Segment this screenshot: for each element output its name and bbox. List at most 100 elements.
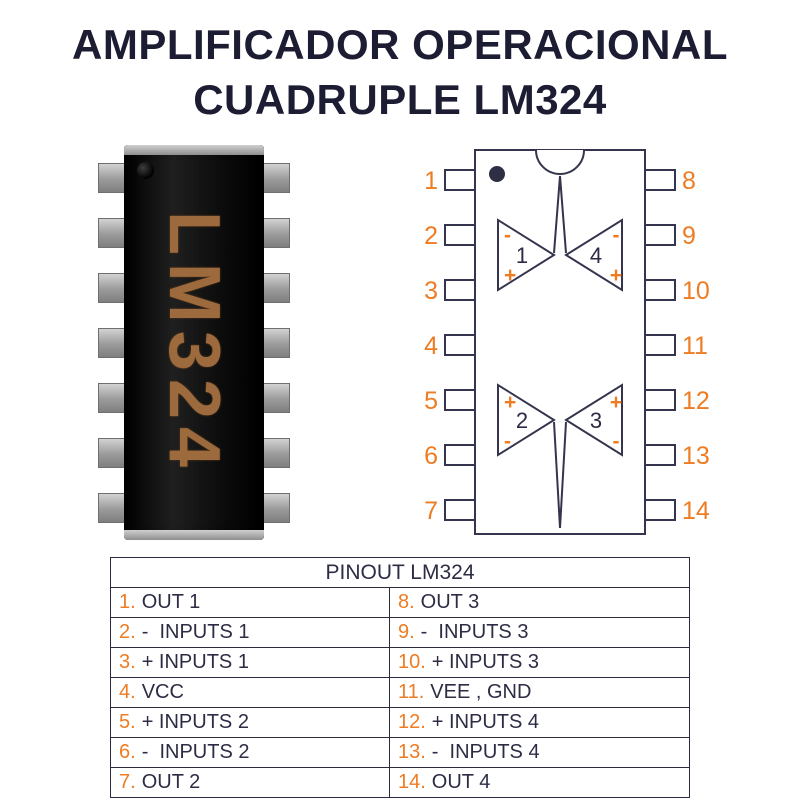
opamp-number: 4 <box>590 243 602 268</box>
minus-sign: - <box>613 224 620 247</box>
opamp-triangle-3 <box>564 383 623 457</box>
pin-number: 14 <box>682 497 710 525</box>
chip-pin <box>98 218 125 248</box>
pin-number: 13 <box>682 442 710 470</box>
chip-pin <box>98 328 125 358</box>
chip-pin <box>98 163 125 193</box>
page-title: AMPLIFICADOR OPERACIONAL CUADRUPLE LM324 <box>0 18 800 127</box>
pin-label: OUT 2 <box>141 771 201 793</box>
opamp-number: 1 <box>516 243 528 268</box>
pin-number: 11 <box>682 332 708 360</box>
chip-pin <box>263 438 290 468</box>
pin-box-10 <box>644 279 676 301</box>
pin1-marker-dot <box>489 166 505 182</box>
table-row: 2.- INPUTS 1 9.- INPUTS 3 <box>110 617 691 648</box>
package-outline <box>474 149 646 535</box>
pin-number: 3 <box>424 277 438 305</box>
chip-pin <box>263 383 290 413</box>
pin-box-8 <box>644 169 676 191</box>
pin-box-7 <box>444 499 476 521</box>
plus-sign: + <box>504 264 516 287</box>
pin-box-5 <box>444 389 476 411</box>
pin-number: 7. <box>119 771 136 793</box>
pin-label: VCC <box>141 681 184 703</box>
table-title: PINOUT LM324 <box>110 557 690 588</box>
pin-number: 13. <box>397 741 426 763</box>
pin-box-1 <box>444 169 476 191</box>
output-line <box>553 421 561 529</box>
pin-label: OUT 3 <box>420 591 480 613</box>
chip-body: LM324 <box>124 145 264 540</box>
pin-box-11 <box>644 334 676 356</box>
plus-sign: + <box>504 391 516 414</box>
pin-number: 8. <box>397 591 415 613</box>
table-row: 1.OUT 1 8.OUT 3 <box>110 587 691 618</box>
table-row: 7.OUT 2 14.OUT 4 <box>110 767 691 798</box>
pinout-table: PINOUT LM324 1.OUT 1 8.OUT 3 2.- INPUTS … <box>110 557 691 798</box>
opamp-triangle-2 <box>497 383 556 457</box>
title-line-1: AMPLIFICADOR OPERACIONAL <box>72 21 728 68</box>
chip-pin <box>98 273 125 303</box>
table-row: 4.VCC 11.VEE , GND <box>110 677 691 708</box>
pin-number: 12 <box>682 387 710 415</box>
pin-label: + INPUTS 4 <box>431 711 540 733</box>
pin-box-4 <box>444 334 476 356</box>
pinout-diagram: 1 2 3 4 5 6 7 8 9 10 11 12 13 14 - + 1 -… <box>424 149 710 535</box>
pin-label: + INPUTS 2 <box>141 711 249 733</box>
pin-box-2 <box>444 224 476 246</box>
chip-pin <box>263 163 290 193</box>
pin-number: 1 <box>424 167 438 195</box>
pin-box-13 <box>644 444 676 466</box>
pin-number: 3. <box>119 651 136 673</box>
minus-sign: - <box>504 224 511 247</box>
pin-label: - INPUTS 1 <box>141 621 250 643</box>
table-row: 5.+ INPUTS 2 12.+ INPUTS 4 <box>110 707 691 738</box>
title-line-2: CUADRUPLE LM324 <box>193 75 607 123</box>
table-header-row: PINOUT LM324 <box>110 557 690 588</box>
pin-number: 14. <box>397 771 426 793</box>
pin-box-14 <box>644 499 676 521</box>
pin-number: 5 <box>424 387 438 415</box>
pin-number: 7 <box>424 497 438 525</box>
minus-sign: - <box>613 430 620 453</box>
output-line <box>553 175 561 254</box>
pin-box-9 <box>644 224 676 246</box>
chip-pin <box>263 328 290 358</box>
chip-pin <box>98 493 125 523</box>
pin-number: 4. <box>119 681 136 703</box>
pin-number: 9. <box>397 621 415 643</box>
pin-label: OUT 1 <box>141 591 201 613</box>
pin-box-12 <box>644 389 676 411</box>
package-notch <box>535 149 585 175</box>
pin-number: 6. <box>119 741 136 763</box>
chip-pin <box>263 273 290 303</box>
chip-pin <box>263 493 290 523</box>
pin-label: + INPUTS 1 <box>141 651 249 673</box>
chip-pin <box>98 438 125 468</box>
table-row: 3.+ INPUTS 1 10.+ INPUTS 3 <box>110 647 691 678</box>
chip-bottom-face <box>124 530 264 540</box>
output-line <box>559 175 567 254</box>
opamp-triangle-1 <box>497 218 556 292</box>
pin-number: 11. <box>397 681 425 703</box>
pin-number: 10. <box>397 651 426 673</box>
pin-box-3 <box>444 279 476 301</box>
pin-number: 1. <box>119 591 136 613</box>
pin-number: 2. <box>119 621 136 643</box>
minus-sign: - <box>504 430 511 453</box>
pin-box-6 <box>444 444 476 466</box>
pin-label: - INPUTS 4 <box>431 741 540 763</box>
pin-number: 8 <box>682 167 696 195</box>
pin-label: - INPUTS 3 <box>420 621 529 643</box>
pin-number: 6 <box>424 442 438 470</box>
pin-label: VEE , GND <box>430 681 532 703</box>
plus-sign: + <box>610 264 622 287</box>
pin-label: OUT 4 <box>431 771 491 793</box>
output-line <box>559 421 567 529</box>
pin-number: 5. <box>119 711 136 733</box>
pin-number: 4 <box>424 332 438 360</box>
ic-chip-photo: LM324 <box>98 145 290 540</box>
pin-label: - INPUTS 2 <box>141 741 250 763</box>
chip-pin <box>263 218 290 248</box>
